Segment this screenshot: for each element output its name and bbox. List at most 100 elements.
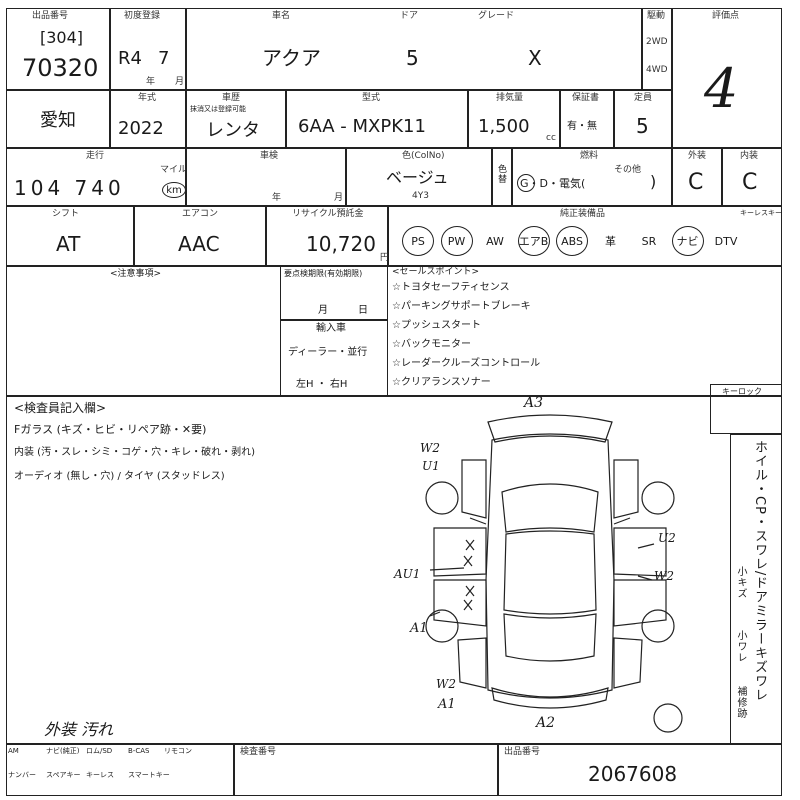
exterior-box — [672, 148, 722, 206]
car-left-rear-door — [433, 579, 487, 627]
notes-box — [6, 266, 782, 396]
car-right-front-door — [613, 527, 667, 577]
footer-cell-8: スマートキー — [128, 771, 170, 779]
footer-cell-5: ナンバー — [8, 771, 36, 779]
recall-label: 要点検期限(有効期限) — [284, 269, 363, 278]
side-vertical-note: ホイル・CP・スワレ/ドアミラーキズワレ — [752, 440, 767, 703]
color-change-box — [492, 148, 512, 206]
reg-year-unit: 年 — [146, 77, 156, 87]
car-left-fender — [461, 459, 487, 519]
car-windshield — [501, 483, 599, 533]
mark-left-rear: A1 — [410, 621, 428, 636]
car-rear-bumper — [491, 687, 609, 709]
mileage: 104 740 — [14, 176, 125, 200]
reg-type-label: 車歴 — [222, 93, 241, 103]
car-right-rear-fender — [613, 637, 643, 689]
model-year: 2022 — [118, 118, 164, 139]
footer-cell-0: AM — [8, 747, 19, 755]
chassis: 6AA - MXPK11 — [298, 116, 426, 137]
km-circle: km — [162, 182, 186, 198]
inspection-box — [186, 148, 346, 206]
mark-left-rear2: W2 — [436, 677, 456, 691]
displacement-label: 排気量 — [496, 93, 524, 103]
car-roof — [503, 530, 597, 615]
color-change: 色替 — [496, 164, 506, 184]
leader-right — [637, 543, 655, 549]
footer-cell-3: B-CAS — [128, 747, 150, 755]
leader-right2 — [637, 575, 653, 581]
handle-side: 左H ・ 右H — [296, 379, 348, 390]
equipment-6: SR — [641, 234, 657, 248]
sheet-no-box — [498, 744, 782, 796]
interior-box — [722, 148, 782, 206]
car-wheel-rear-right — [641, 609, 675, 643]
interior-label: 内装 — [740, 151, 759, 161]
inspector-title: <検査員記入欄> — [14, 401, 107, 415]
footer-cell-2: ロム/SD — [86, 747, 113, 755]
damage-mark-x2 — [463, 555, 473, 567]
drive-label: 駆動 — [647, 11, 666, 21]
shift-box — [6, 206, 134, 266]
year-box — [110, 90, 186, 148]
chassis-box — [286, 90, 468, 148]
fuel-other: その他 — [614, 165, 642, 175]
drive-box — [642, 8, 672, 90]
inspection-month-unit: 月 — [334, 193, 344, 203]
damage-mark-x3 — [465, 585, 475, 597]
equipment-box — [388, 206, 782, 266]
car-left-mirror — [469, 517, 487, 525]
reg-box — [110, 8, 186, 90]
fuel-label: 燃料 — [580, 151, 599, 161]
chassis-label: 型式 — [362, 93, 381, 103]
color-label: 色(ColNo) — [402, 151, 445, 161]
equipment-7: ナビ — [671, 226, 704, 256]
footer-cell-1: ナビ(純正) — [46, 747, 80, 755]
reg-year: R4 — [118, 48, 142, 69]
car-wheel-front-right — [641, 481, 675, 515]
shift: AT — [56, 232, 81, 256]
reg-type-sub: 抹消又は登録可能 — [190, 105, 246, 113]
mark-rear-left: A1 — [438, 697, 456, 712]
capacity: 5 — [636, 114, 649, 138]
car-body-outline — [485, 433, 615, 699]
recycle-label: リサイクル預託金 — [292, 209, 364, 219]
exterior-label: 外装 — [688, 151, 707, 161]
mileage-box — [6, 148, 186, 206]
reg-type-box — [186, 90, 286, 148]
warranty-label: 保証書 — [572, 93, 600, 103]
model-box — [186, 8, 642, 90]
score-box — [672, 8, 782, 148]
leader-left-rear — [429, 611, 441, 617]
equipment-4: ABS — [556, 226, 588, 256]
side-small-3: 補修跡 — [735, 686, 746, 719]
reg-month: 7 — [158, 48, 170, 69]
score-label: 評価点 — [712, 11, 740, 21]
color-box — [346, 148, 492, 206]
lot-number: 70320 — [22, 54, 99, 82]
model-name: アクア — [262, 46, 321, 70]
car-rear-window — [503, 613, 597, 662]
car-right-mirror — [613, 517, 631, 525]
mark-right-mid: U2 — [658, 531, 676, 545]
venue-box — [6, 8, 110, 90]
sales-point-4: ☆バックモニター — [392, 339, 471, 350]
import-box — [280, 320, 388, 396]
door-label: ドア — [400, 11, 419, 21]
keyless-lock: キーロック — [722, 387, 762, 396]
damage-mark-x1 — [465, 539, 475, 551]
side-small-1: 小キズ — [735, 566, 746, 599]
equipment-3: エアB — [517, 226, 550, 256]
car-left-front-door — [433, 527, 487, 577]
sales-point-2: ☆パーキングサポートブレーキ — [392, 301, 531, 312]
car-left-rear-fender — [457, 637, 487, 689]
area: 愛知 — [40, 110, 76, 131]
year-label: 年式 — [138, 93, 157, 103]
keyless-label: キーレスキー — [740, 209, 782, 217]
door-count: 5 — [406, 46, 419, 70]
ac: AAC — [178, 232, 220, 256]
equipment-label: 純正装備品 — [560, 209, 606, 219]
inspection-no-label: 検査番号 — [240, 747, 277, 757]
reg-label: 初度登録 — [124, 11, 161, 21]
footer-cells-box — [6, 744, 234, 796]
